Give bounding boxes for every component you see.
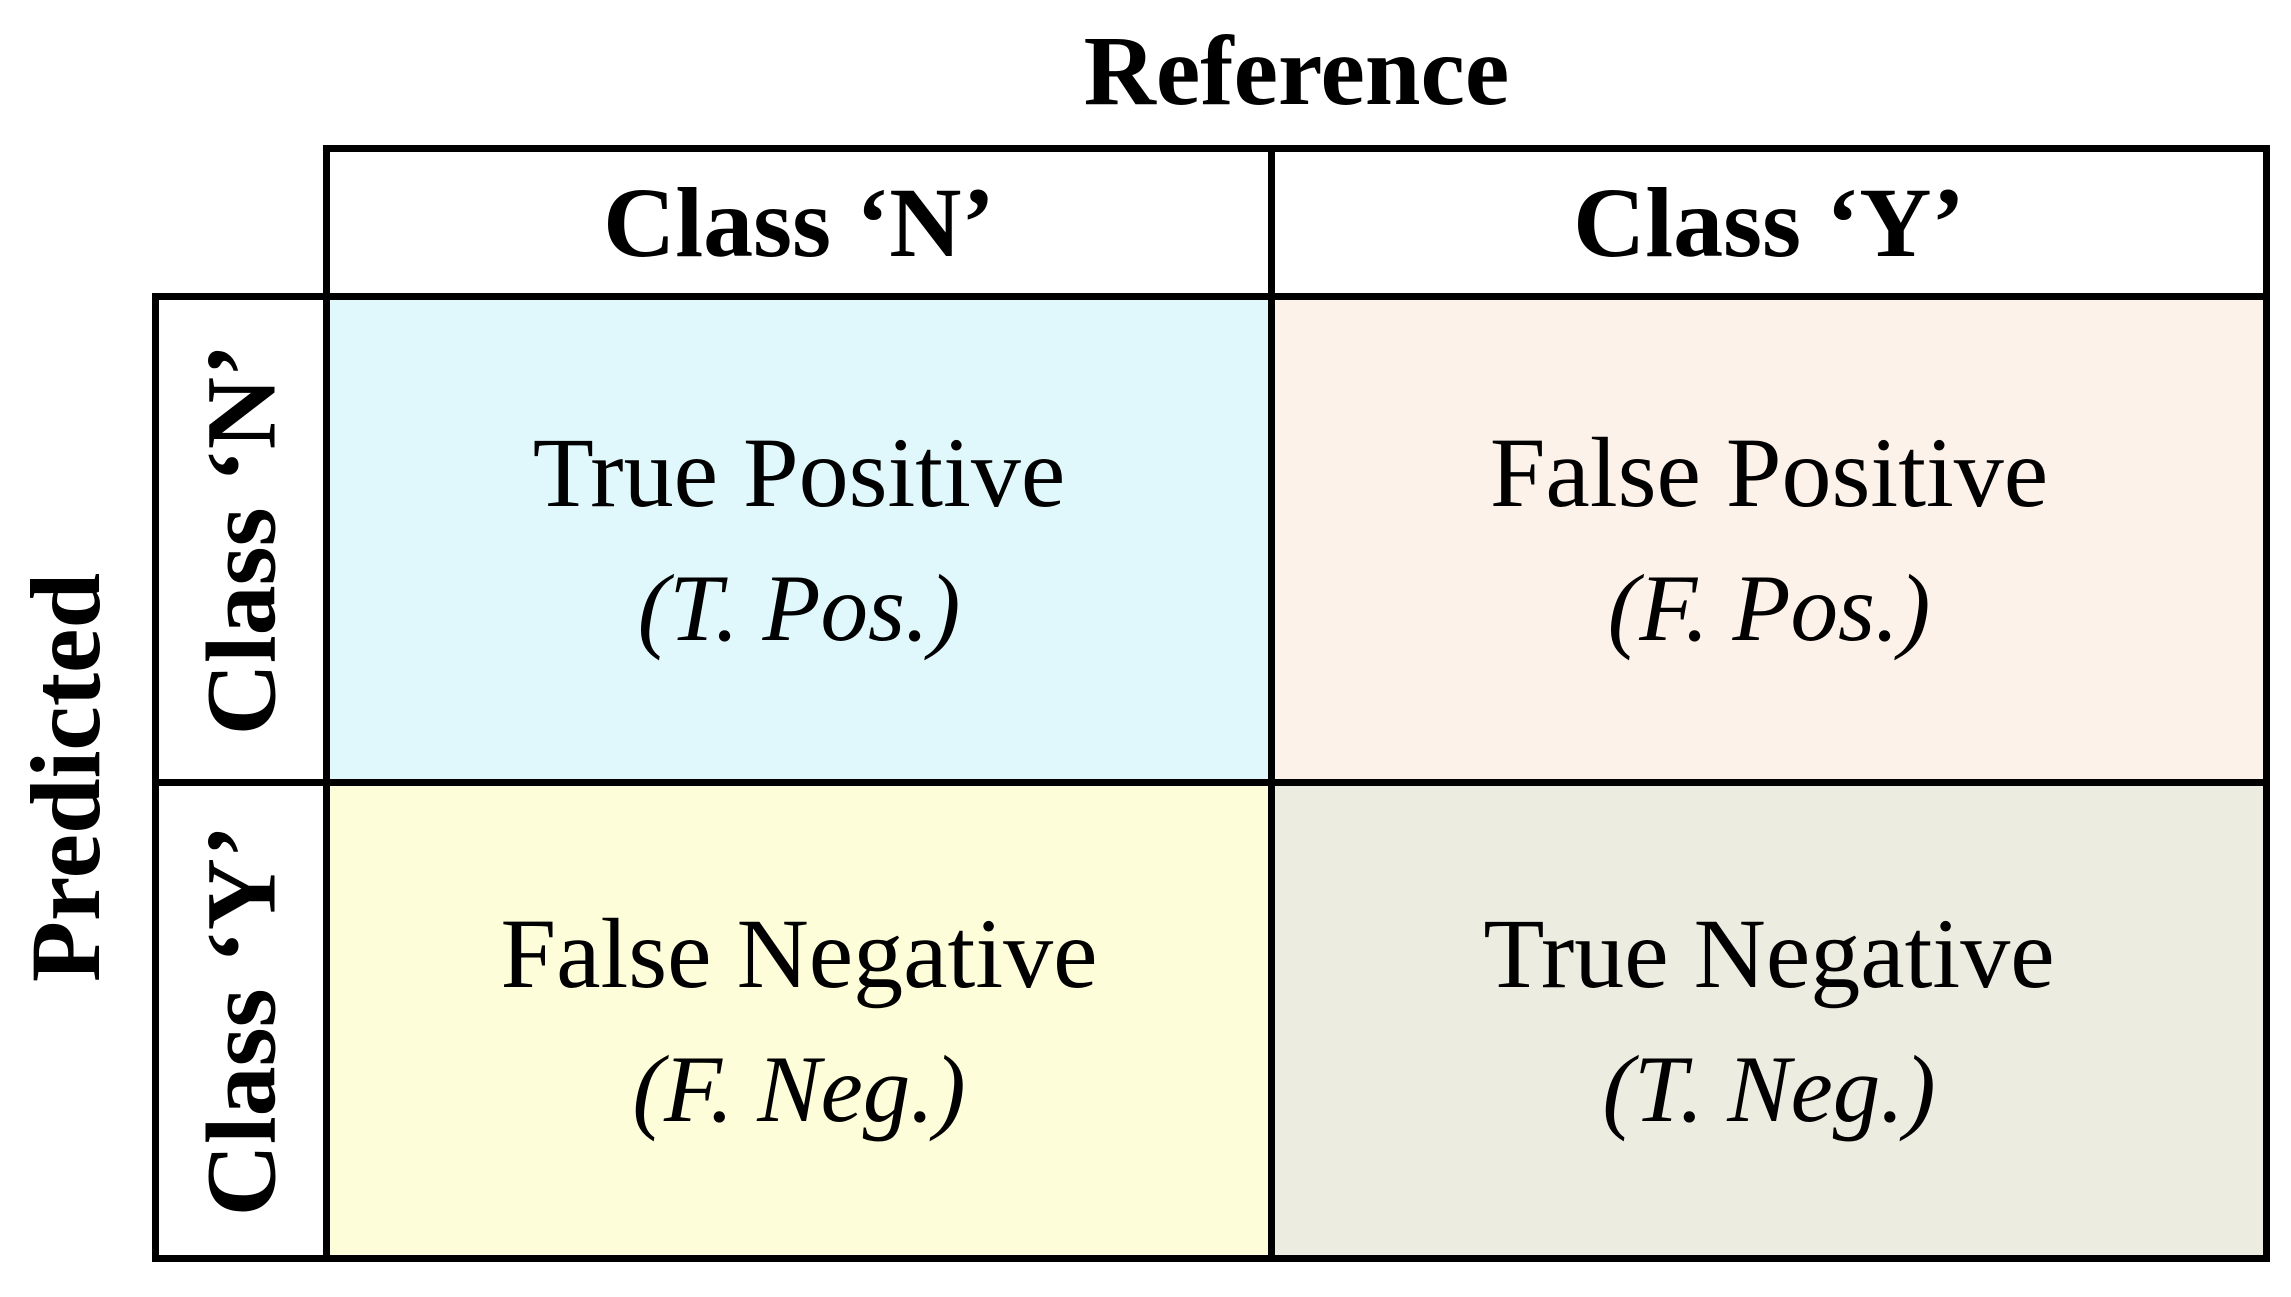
- cell-true-positive-label: True Positive: [532, 417, 1066, 529]
- cell-true-negative-label: True Negative: [1483, 898, 2055, 1010]
- grid-line-left-edge: [152, 293, 159, 1262]
- grid-line-right-edge: [2263, 145, 2270, 1262]
- row-header-class-n: Class ‘N’: [159, 300, 323, 779]
- column-header-class-n: Class ‘N’: [330, 152, 1268, 293]
- column-header-class-n-label: Class ‘N’: [603, 167, 995, 278]
- cell-true-negative-abbrev: (T. Neg.): [1602, 1036, 1936, 1143]
- cell-false-positive-abbrev: (F. Pos.): [1607, 555, 1931, 662]
- column-header-class-y-label: Class ‘Y’: [1573, 167, 1965, 278]
- grid-line-rowheader-right: [323, 145, 330, 1262]
- cell-false-positive: False Positive (F. Pos.): [1268, 293, 2270, 786]
- row-header-class-n-label: Class ‘N’: [185, 343, 297, 736]
- grid-line-column-divider: [1268, 145, 1275, 1262]
- cell-false-positive-label: False Positive: [1489, 417, 2049, 529]
- predicted-axis-title-container: Predicted: [8, 300, 124, 1255]
- cell-true-positive-abbrev: (T. Pos.): [637, 555, 961, 662]
- predicted-axis-title: Predicted: [10, 572, 122, 983]
- row-header-class-y: Class ‘Y’: [159, 786, 323, 1255]
- cell-false-negative: False Negative (F. Neg.): [323, 779, 1275, 1262]
- cell-true-positive: True Positive (T. Pos.): [323, 293, 1275, 786]
- row-header-class-y-label: Class ‘Y’: [185, 824, 297, 1217]
- grid-line-header-top: [323, 145, 2270, 152]
- reference-axis-title: Reference: [1083, 14, 1510, 126]
- cell-true-negative: True Negative (T. Neg.): [1268, 779, 2270, 1262]
- cell-false-negative-label: False Negative: [500, 898, 1098, 1010]
- grid-line-row-divider: [152, 779, 2270, 786]
- column-header-class-y: Class ‘Y’: [1275, 152, 2263, 293]
- grid-line-table-bottom: [152, 1255, 2270, 1262]
- grid-line-header-bottom: [152, 293, 2270, 300]
- cell-false-negative-abbrev: (F. Neg.): [632, 1036, 966, 1143]
